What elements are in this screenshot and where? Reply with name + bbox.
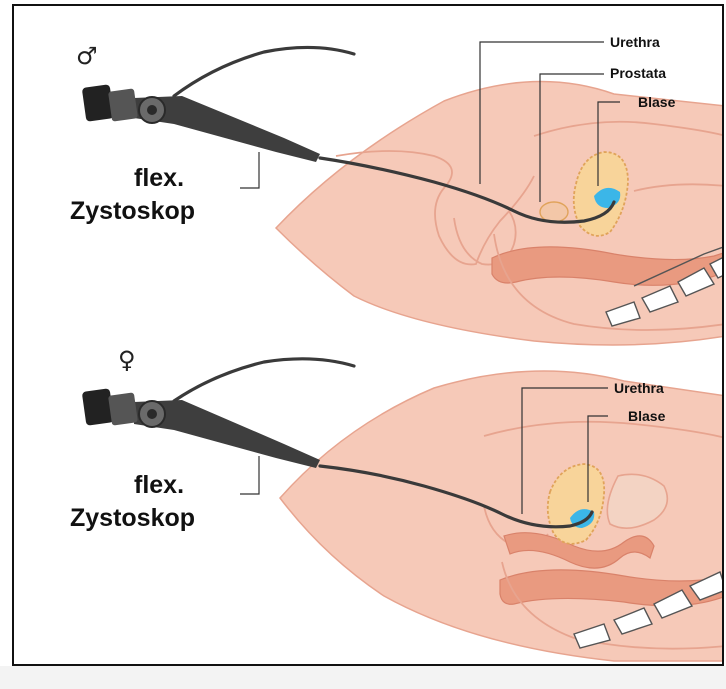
female-panel: ♀ Urethra Blase flex. Zystoskop <box>70 346 724 661</box>
male-label-prostata: Prostata <box>610 65 666 81</box>
male-scope-cable <box>174 47 354 96</box>
male-scope-ring <box>108 88 138 121</box>
female-label-blase: Blase <box>628 408 666 424</box>
male-scope-label-line1: flex. <box>134 164 184 192</box>
female-scope-cable <box>174 359 354 401</box>
male-label-urethra: Urethra <box>610 34 660 50</box>
male-symbol: ♂ <box>76 42 98 70</box>
male-scope-label-line2: Zystoskop <box>70 197 195 225</box>
diagram-frame: ♂ Urethra Prostata Blase flex. Zystoskop <box>12 4 724 666</box>
female-symbol: ♀ <box>118 346 136 374</box>
cystoscopy-diagram: ♂ Urethra Prostata Blase flex. Zystoskop <box>14 6 724 666</box>
female-scope-ring <box>108 392 138 425</box>
female-scope-label-line2: Zystoskop <box>70 504 195 532</box>
male-label-blase: Blase <box>638 94 676 110</box>
female-label-urethra: Urethra <box>614 380 664 396</box>
male-scope-eyepiece <box>82 84 114 122</box>
female-scope-eyepiece <box>82 388 114 426</box>
female-scope-label-line1: flex. <box>134 471 184 499</box>
bottom-strip <box>0 666 726 689</box>
male-panel: ♂ Urethra Prostata Blase flex. Zystoskop <box>70 34 724 345</box>
male-prostate <box>540 202 568 222</box>
female-scope-knob-center <box>147 409 157 419</box>
male-scope-knob-center <box>147 105 157 115</box>
